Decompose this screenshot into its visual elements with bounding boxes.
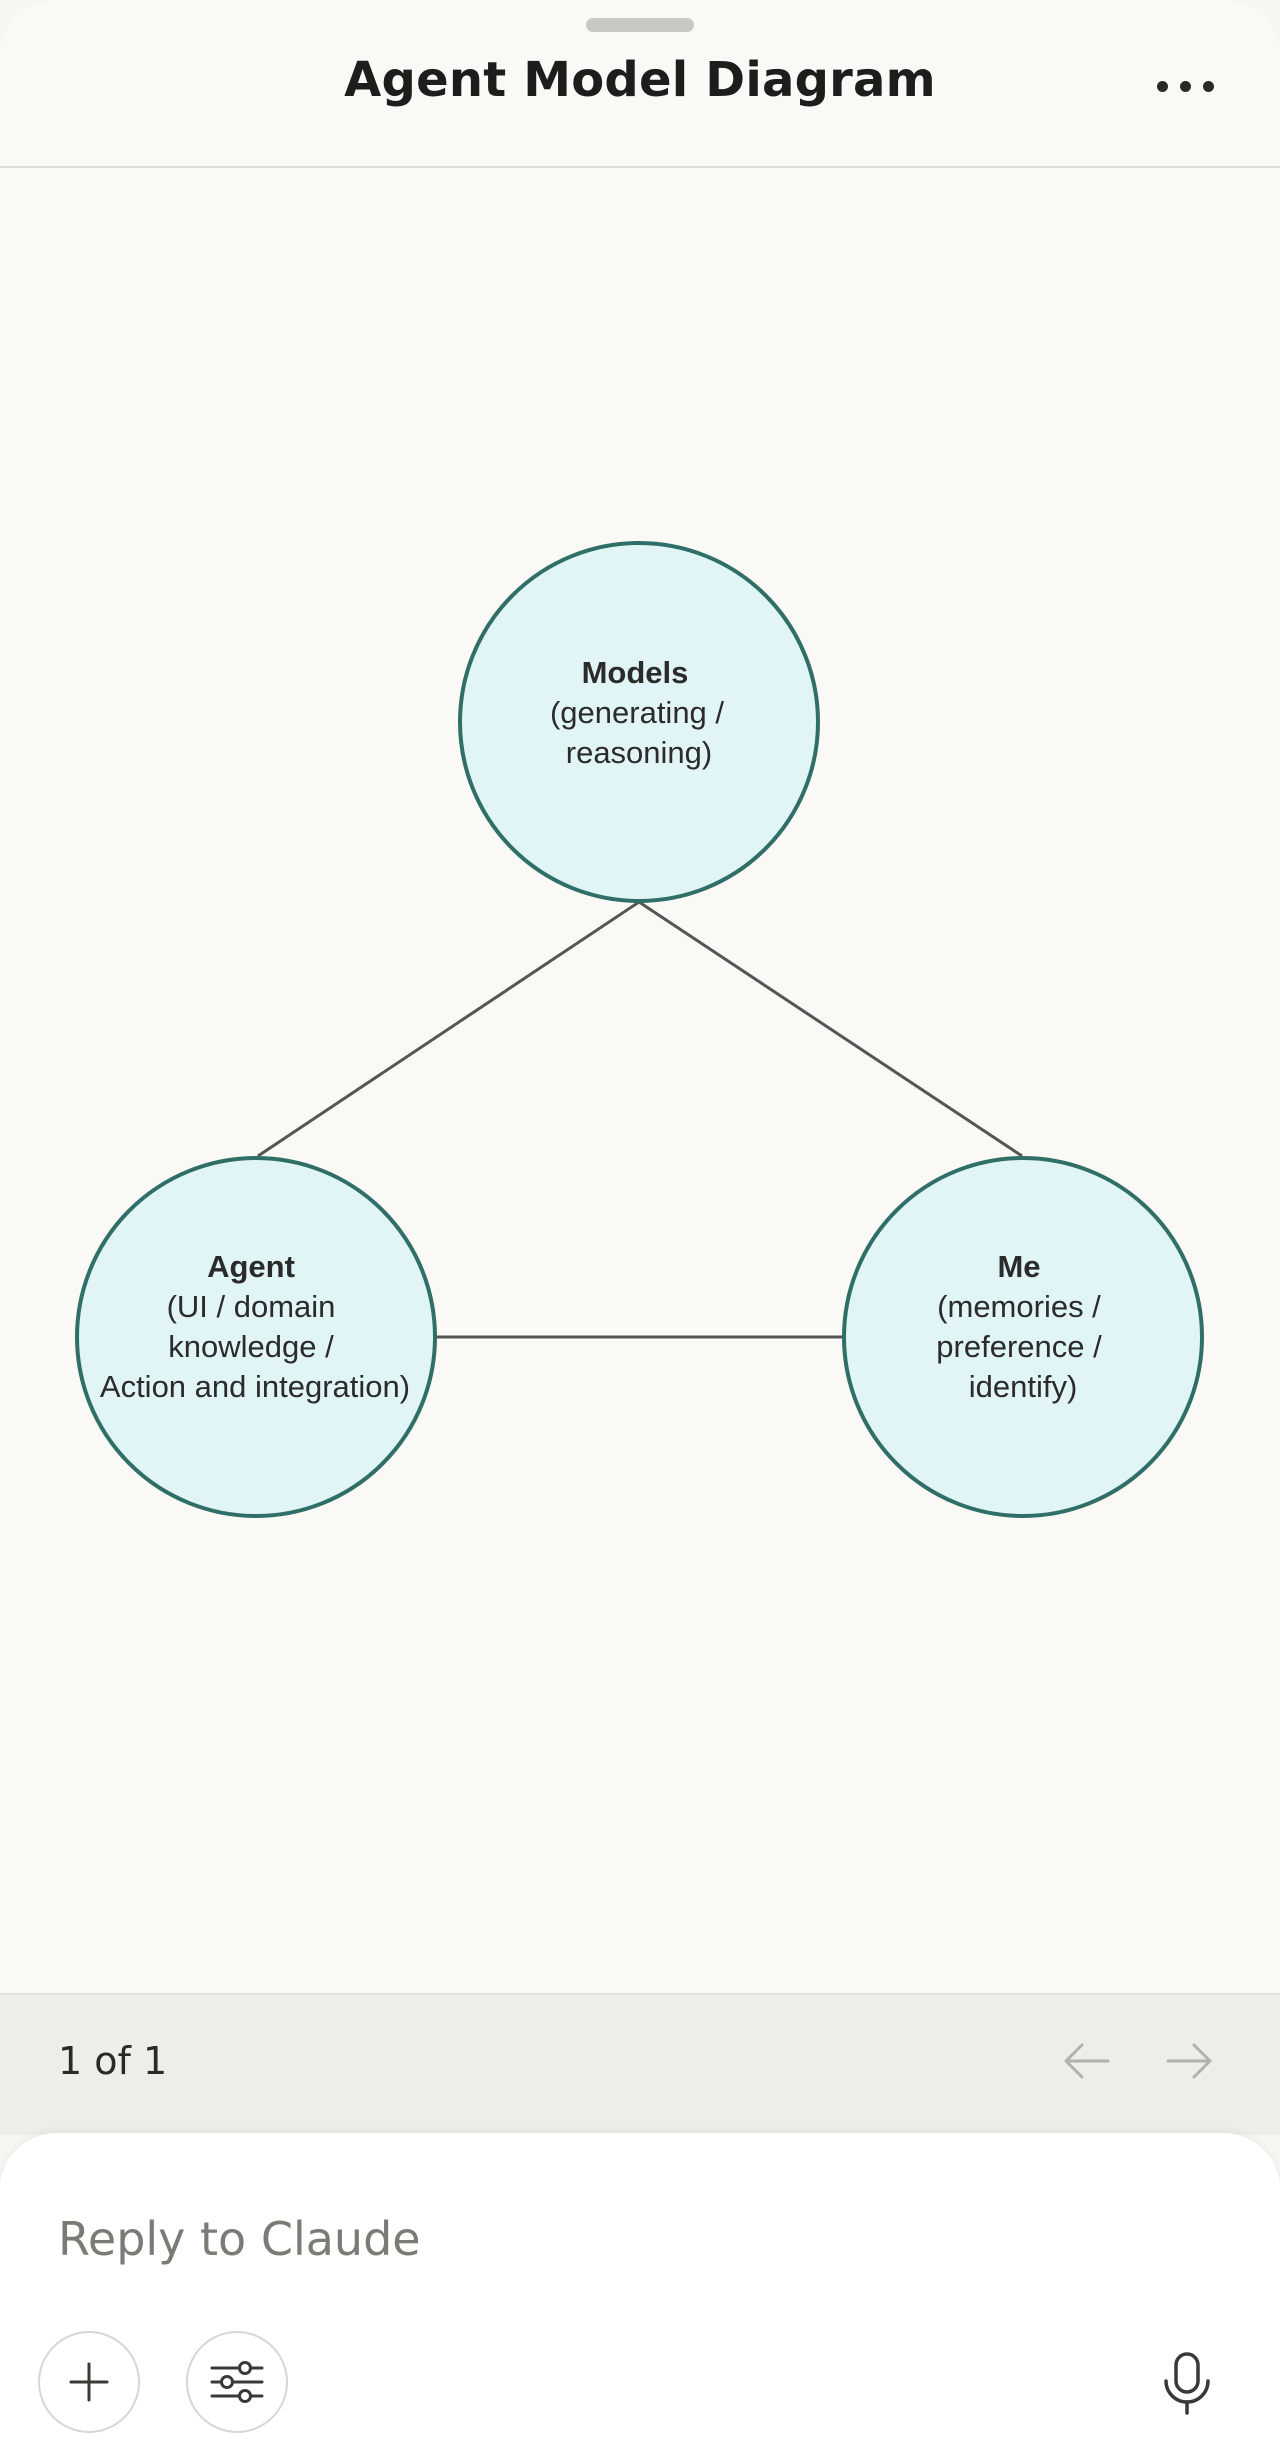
node-me-line-3: identify): [969, 1369, 1078, 1404]
reply-input[interactable]: [56, 2203, 1160, 2275]
agent-model-diagram: Models (generating / reasoning) Agent (U…: [75, 541, 1204, 1518]
voice-input-button[interactable]: [1142, 2339, 1232, 2429]
node-agent-line-2: knowledge /: [168, 1329, 334, 1364]
next-button[interactable]: [1160, 2031, 1220, 2091]
plus-icon: [69, 2362, 109, 2402]
tools-settings-button[interactable]: [186, 2331, 288, 2433]
node-models-line-2: reasoning): [566, 735, 712, 770]
arrow-left-icon: [1064, 2043, 1110, 2079]
reply-composer: [0, 2133, 1280, 2462]
node-models-circle: [458, 541, 820, 903]
more-horizontal-icon: [1202, 80, 1214, 92]
previous-button[interactable]: [1056, 2031, 1116, 2091]
more-horizontal-icon: [1179, 80, 1191, 92]
node-models: Models (generating / reasoning): [458, 541, 820, 903]
drag-handle[interactable]: [586, 18, 694, 32]
node-agent-line-3: Action and integration): [100, 1369, 410, 1404]
more-options-button[interactable]: [1140, 60, 1230, 112]
sliders-icon: [210, 2361, 264, 2403]
diagram-edges: [257, 900, 1023, 1339]
node-agent-circle: [75, 1156, 437, 1518]
arrow-right-icon: [1166, 2043, 1212, 2079]
node-agent: Agent (UI / domain knowledge / Action an…: [75, 1156, 437, 1518]
node-me-line-1: (memories /: [937, 1289, 1101, 1324]
edge-models-me: [638, 900, 1023, 1158]
microphone-icon: [1164, 2352, 1210, 2415]
node-me-title: Me: [997, 1249, 1040, 1284]
add-attachment-button[interactable]: [38, 2331, 140, 2433]
node-me: Me (memories / preference / identify): [842, 1156, 1204, 1518]
more-horizontal-icon: [1156, 80, 1168, 92]
node-agent-line-1: (UI / domain: [167, 1289, 336, 1324]
node-agent-title: Agent: [207, 1249, 295, 1284]
node-me-circle: [842, 1156, 1204, 1518]
page-title: Agent Model Diagram: [344, 52, 936, 108]
node-models-line-1: (generating /: [550, 695, 724, 730]
page-indicator: 1 of 1: [58, 2039, 168, 2083]
edge-models-agent: [257, 900, 640, 1158]
node-me-line-2: preference /: [936, 1329, 1102, 1364]
node-models-title: Models: [582, 655, 689, 690]
sheet-header: Agent Model Diagram: [0, 0, 1280, 168]
artifact-pager: 1 of 1: [0, 1993, 1280, 2135]
artifact-sheet: Agent Model Diagram Models (generating /…: [0, 0, 1280, 1518]
